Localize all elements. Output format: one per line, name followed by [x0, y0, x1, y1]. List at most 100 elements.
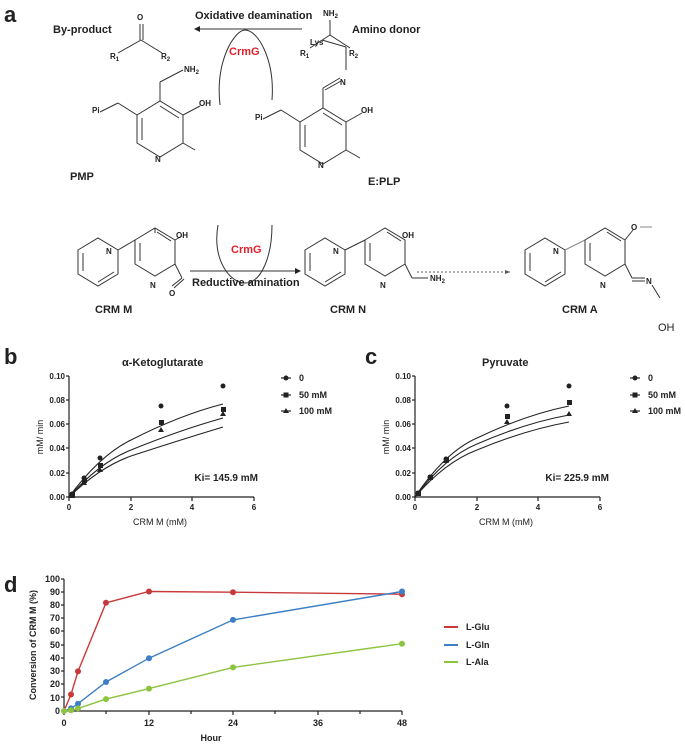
svg-text:0.10: 0.10	[49, 372, 65, 381]
svg-text:24: 24	[228, 718, 238, 728]
svg-text:70: 70	[50, 613, 60, 623]
svg-text:40: 40	[50, 653, 60, 663]
svg-text:10: 10	[50, 693, 60, 703]
chart-d-ylabel: Conversion of CRM M (%)	[28, 590, 38, 700]
svg-text:NH2: NH2	[430, 274, 446, 285]
svg-text:R2: R2	[349, 49, 359, 60]
amino-donor-label: Amino donor	[352, 24, 421, 36]
svg-text:NH2: NH2	[323, 9, 339, 20]
svg-text:N: N	[155, 155, 161, 164]
svg-text:20: 20	[50, 679, 60, 689]
crm-m-label: CRM M	[95, 304, 133, 316]
svg-text:0: 0	[299, 373, 304, 383]
svg-text:4: 4	[536, 503, 541, 512]
svg-text:2: 2	[475, 503, 480, 512]
svg-text:0: 0	[413, 503, 418, 512]
svg-text:OH: OH	[199, 99, 211, 108]
crm-n-label: CRM N	[330, 304, 367, 316]
reaction-scheme-svg: O R1 R2 NH2 R1 R2 NH2 OH N Pi Lys N OH N…	[77, 9, 675, 334]
svg-text:100 mM: 100 mM	[648, 406, 681, 416]
reductive-amination-label: Reductive amination	[192, 277, 300, 289]
svg-text:N: N	[553, 247, 559, 256]
svg-text:OH: OH	[658, 322, 675, 334]
svg-text:50 mM: 50 mM	[648, 390, 676, 400]
svg-text:50: 50	[50, 640, 60, 650]
chart-b-ki-annotation: Ki= 145.9 mM	[194, 473, 258, 484]
panel-letter-c: c	[365, 344, 378, 369]
svg-text:0.04: 0.04	[395, 444, 411, 453]
svg-text:0.00: 0.00	[49, 493, 65, 502]
chart-c-svg: 0.10 0.08 0.06 0.04 0.02 0.00 0 2 4 6 CR…	[381, 372, 681, 527]
svg-text:0.04: 0.04	[49, 444, 65, 453]
svg-text:80: 80	[50, 600, 60, 610]
chart-c-xlabel: CRM M (mM)	[479, 517, 533, 527]
svg-text:O: O	[169, 289, 175, 298]
svg-text:12: 12	[144, 718, 154, 728]
chart-b-svg: 0.10 0.08 0.06 0.04 0.02 0.00 0 2 4 6 CR…	[35, 372, 332, 527]
svg-text:0.00: 0.00	[395, 493, 411, 502]
svg-text:0.10: 0.10	[395, 372, 411, 381]
panel-letter-b: b	[4, 344, 18, 369]
svg-text:OH: OH	[176, 231, 188, 240]
svg-text:N: N	[646, 277, 652, 286]
crm-a-label: CRM A	[562, 304, 598, 316]
svg-text:0: 0	[55, 706, 60, 716]
svg-text:N: N	[333, 247, 339, 256]
chart-d-xlabel: Hour	[201, 733, 222, 743]
chart-d-svg: 0 10 20 30 40 50 60 70 80 90 100 0 12 2	[28, 574, 490, 743]
svg-text:Pi: Pi	[92, 106, 100, 115]
chart-b-xlabel: CRM M (mM)	[133, 517, 187, 527]
svg-text:R1: R1	[110, 52, 120, 63]
svg-text:0.08: 0.08	[395, 396, 411, 405]
svg-text:Lys: Lys	[310, 38, 324, 47]
chart-b-title: α-Ketoglutarate	[122, 357, 204, 369]
svg-text:Pi: Pi	[255, 113, 263, 122]
svg-text:0: 0	[67, 503, 72, 512]
chart-c-ylabel: mM/ min	[381, 420, 391, 455]
svg-text:N: N	[380, 281, 386, 290]
svg-text:0: 0	[648, 373, 653, 383]
enzyme-crmg-bottom: CrmG	[231, 244, 262, 256]
panel-letter-a: a	[4, 2, 17, 27]
svg-text:0.06: 0.06	[49, 420, 65, 429]
svg-text:R1: R1	[300, 49, 310, 60]
svg-text:NH2: NH2	[184, 65, 200, 76]
svg-text:50 mM: 50 mM	[299, 390, 327, 400]
enzyme-crmg-top: CrmG	[229, 46, 260, 58]
svg-text:100 mM: 100 mM	[299, 406, 332, 416]
svg-text:60: 60	[50, 626, 60, 636]
panel-letter-d: d	[4, 572, 18, 597]
eplp-label: E:PLP	[368, 176, 401, 188]
svg-text:48: 48	[397, 718, 407, 728]
pmp-label: PMP	[70, 171, 94, 183]
oxidative-deamination-label: Oxidative deamination	[195, 10, 313, 22]
svg-text:100: 100	[45, 574, 60, 584]
svg-text:2: 2	[129, 503, 134, 512]
svg-text:4: 4	[190, 503, 195, 512]
svg-text:N: N	[340, 78, 346, 87]
svg-text:OH: OH	[402, 231, 414, 240]
atom-o: O	[137, 13, 143, 22]
chart-b-ylabel: mM/ min	[35, 420, 45, 455]
svg-text:36: 36	[313, 718, 323, 728]
by-product-label: By-product	[53, 24, 112, 36]
legend-l-ala: L-Ala	[466, 657, 489, 667]
svg-text:N: N	[106, 247, 112, 256]
svg-text:N: N	[318, 161, 324, 170]
chart-c-title: Pyruvate	[482, 357, 529, 369]
svg-text:O: O	[631, 223, 637, 232]
svg-text:N: N	[150, 281, 156, 290]
svg-text:0.02: 0.02	[49, 469, 65, 478]
chart-c-ki-annotation: Ki= 225.9 mM	[545, 473, 609, 484]
svg-text:0.08: 0.08	[49, 396, 65, 405]
svg-text:0.02: 0.02	[395, 469, 411, 478]
svg-text:0.06: 0.06	[395, 420, 411, 429]
svg-text:30: 30	[50, 666, 60, 676]
svg-text:0: 0	[61, 718, 66, 728]
legend-l-gln: L-Gln	[466, 640, 490, 650]
svg-text:N: N	[600, 281, 606, 290]
svg-text:90: 90	[50, 587, 60, 597]
legend-l-glu: L-Glu	[466, 622, 490, 632]
svg-text:R2: R2	[161, 52, 171, 63]
svg-text:6: 6	[598, 503, 603, 512]
